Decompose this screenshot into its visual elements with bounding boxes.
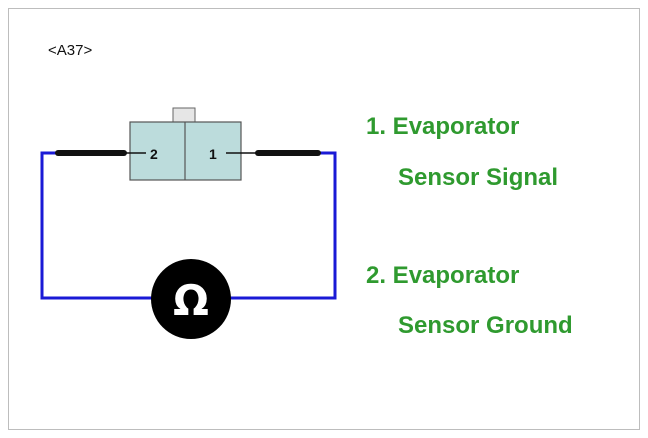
- legend-item-1-line2: Sensor Signal: [398, 164, 559, 191]
- connector-icon: 2 1: [124, 107, 258, 181]
- connector-latch: [172, 107, 196, 124]
- pin-2-label: 2: [150, 146, 158, 162]
- diagram-frame: [8, 8, 640, 430]
- ohmmeter-icon: Ω: [151, 259, 231, 339]
- pin-1-label: 1: [209, 146, 217, 162]
- legend-item-2-line2: Sensor Ground: [398, 312, 573, 339]
- connector-id-label: <A37>: [48, 42, 93, 59]
- legend-item-1-line1: 1. Evaporator: [366, 113, 520, 140]
- ohmmeter-body: [151, 259, 231, 339]
- ohm-symbol: Ω: [173, 276, 209, 325]
- legend-item-2-line1: 2. Evaporator: [366, 262, 520, 289]
